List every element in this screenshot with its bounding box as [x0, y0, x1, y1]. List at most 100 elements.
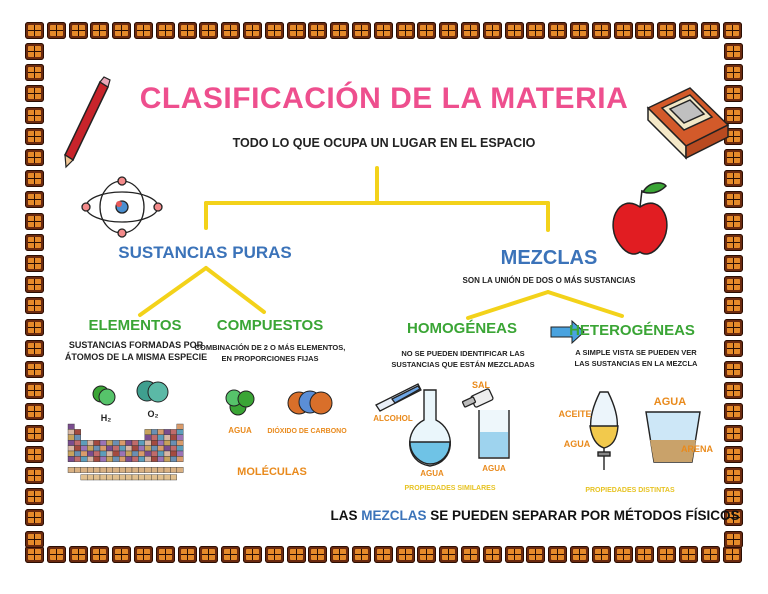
brick-icon — [25, 297, 44, 314]
periodic-cell — [125, 445, 133, 452]
alcohol-label: ALCOHOL — [373, 414, 413, 423]
periodic-cell — [176, 434, 184, 441]
brick-icon — [724, 382, 743, 399]
page-subtitle: TODO LO QUE OCUPA UN LUGAR EN EL ESPACIO — [232, 136, 536, 150]
agua-beaker-label: AGUA — [482, 464, 506, 473]
aceite-label: ACEITE — [558, 409, 592, 419]
periodic-cell — [93, 467, 101, 473]
periodic-cell — [80, 467, 88, 473]
brick-icon — [112, 546, 131, 563]
brick-icon — [308, 546, 327, 563]
brick-icon — [461, 546, 480, 563]
periodic-cell — [163, 467, 171, 473]
periodic-cell — [150, 445, 158, 452]
periodic-cell — [170, 445, 177, 452]
brick-icon — [592, 22, 611, 39]
periodic-cell — [131, 456, 139, 462]
periodic-cell — [86, 445, 94, 452]
periodic-cell — [170, 474, 177, 481]
periodic-cell — [112, 467, 120, 473]
brick-icon — [90, 546, 109, 563]
periodic-cell — [80, 440, 88, 446]
periodic-cell — [170, 434, 177, 441]
periodic-cell — [67, 445, 75, 452]
periodic-cell — [93, 440, 101, 446]
brick-icon — [679, 22, 698, 39]
h2-label: H₂ — [100, 413, 112, 423]
periodic-cell — [80, 450, 88, 457]
periodic-cell — [157, 440, 165, 446]
brick-icon — [657, 22, 676, 39]
periodic-cell — [163, 456, 171, 462]
periodic-cell — [74, 434, 82, 441]
periodic-cell — [118, 474, 126, 481]
sal-label: SAL — [472, 380, 490, 390]
brick-icon — [47, 546, 66, 563]
periodic-cell — [74, 450, 82, 457]
periodic-cell — [163, 445, 171, 452]
periodic-cell — [118, 445, 126, 452]
brick-icon — [25, 170, 44, 187]
brick-icon — [724, 319, 743, 336]
arena-label: ARENA — [680, 444, 714, 454]
brick-icon — [25, 382, 44, 399]
periodic-cell — [93, 456, 101, 462]
flask-icon — [409, 389, 451, 467]
o2-label: O₂ — [147, 409, 159, 419]
brick-icon — [25, 149, 44, 166]
periodic-cell — [144, 440, 152, 446]
periodic-cell — [67, 440, 75, 446]
periodic-cell — [93, 474, 101, 481]
brick-icon — [570, 546, 589, 563]
periodic-cell — [74, 429, 82, 435]
periodic-cell — [163, 429, 171, 435]
periodic-cell — [80, 456, 88, 462]
brick-icon — [25, 276, 44, 293]
brick-icon — [178, 546, 197, 563]
brick-icon — [701, 546, 720, 563]
periodic-cell — [170, 429, 177, 435]
brick-icon — [156, 22, 175, 39]
sustancias-puras-label: SUSTANCIAS PURAS — [118, 243, 292, 262]
periodic-cell — [125, 467, 133, 473]
propiedades-distintas: PROPIEDADES DISTINTAS — [585, 487, 675, 494]
brick-icon — [439, 22, 458, 39]
brick-icon — [134, 22, 153, 39]
brick-icon — [679, 546, 698, 563]
mezclas-desc: SON LA UNIÓN DE DOS O MÁS SUSTANCIAS — [462, 276, 636, 285]
brick-icon — [724, 234, 743, 251]
footer-statement: LAS MEZCLAS SE PUEDEN SEPARAR POR MÉTODO… — [330, 508, 740, 524]
brick-icon — [199, 546, 218, 563]
brick-icon — [47, 22, 66, 39]
periodic-cell — [150, 440, 158, 446]
periodic-cell — [144, 467, 152, 473]
periodic-cell — [138, 445, 145, 452]
periodic-cell — [144, 474, 152, 481]
brick-icon — [25, 213, 44, 230]
periodic-cell — [125, 440, 133, 446]
periodic-cell — [74, 456, 82, 462]
periodic-cell — [163, 474, 171, 481]
elementos-desc-1: SUSTANCIAS FORMADAS POR — [68, 340, 204, 350]
brick-icon — [570, 22, 589, 39]
periodic-cell — [67, 456, 75, 462]
periodic-cell — [112, 445, 120, 452]
brick-icon — [723, 22, 742, 39]
brick-icon — [25, 340, 44, 357]
periodic-cell — [144, 450, 152, 457]
periodic-cell — [150, 474, 158, 481]
brick-icon — [243, 22, 262, 39]
brick-icon — [526, 22, 545, 39]
periodic-cell — [163, 450, 171, 457]
brick-icon — [657, 546, 676, 563]
brick-icon — [25, 531, 44, 548]
periodic-cell — [157, 429, 165, 435]
brick-icon — [483, 546, 502, 563]
brick-icon — [243, 546, 262, 563]
periodic-cell — [138, 474, 145, 481]
footer-part-3: SE PUEDEN SEPARAR POR MÉTODOS FÍSICOS — [430, 508, 740, 523]
periodic-cell — [138, 440, 145, 446]
periodic-cell — [157, 456, 165, 462]
brick-icon — [199, 22, 218, 39]
